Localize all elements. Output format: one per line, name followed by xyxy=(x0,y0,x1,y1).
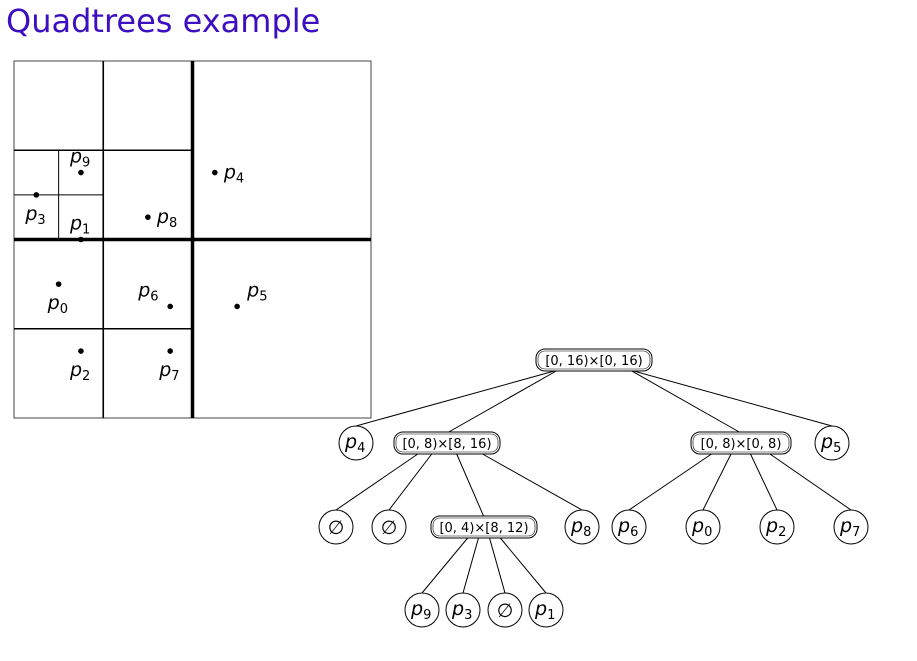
point-dot xyxy=(167,303,173,310)
point-p6: p6 xyxy=(137,279,173,310)
tree-node-root: [0, 16)×[0, 16) xyxy=(535,348,653,372)
tree-node-circle xyxy=(611,509,647,545)
point-dot xyxy=(78,169,84,176)
tree-node-box xyxy=(690,431,792,455)
tree-node-circle xyxy=(759,509,795,545)
point-dot xyxy=(167,348,173,354)
point-label: p9 xyxy=(69,146,90,171)
point-p3: p3 xyxy=(24,192,46,228)
tree-node-circle xyxy=(564,509,600,545)
tree-node-label: [0, 8)×[8, 16) xyxy=(402,437,491,452)
tree-node-n7: p7 xyxy=(833,509,869,545)
point-label: p1 xyxy=(69,213,90,238)
tree-node-circle xyxy=(404,592,440,628)
point-label: p4 xyxy=(223,162,244,187)
point-p7: p7 xyxy=(158,348,180,384)
tree-node-n3: p3 xyxy=(445,592,481,628)
tree-node-box-inner xyxy=(692,433,790,453)
point-dot xyxy=(33,192,40,198)
point-label: p5 xyxy=(246,279,267,304)
tree-node-circle xyxy=(487,592,523,628)
tree-edge xyxy=(628,452,714,511)
tree-node-label: [0, 16)×[0, 16) xyxy=(545,354,642,369)
tree-node-box xyxy=(535,348,653,372)
tree-node-n2: p2 xyxy=(759,509,795,545)
tree-edge xyxy=(749,452,778,511)
empty-set-symbol: ∅ xyxy=(328,517,345,539)
point-dot xyxy=(78,348,84,354)
tree-edge xyxy=(629,369,742,434)
point-dot xyxy=(78,236,84,243)
point-label: p2 xyxy=(69,359,90,384)
point-label: p8 xyxy=(156,206,177,231)
tree-node-sub: [0, 4)×[8, 12) xyxy=(430,515,538,539)
point-label: p3 xyxy=(24,203,45,228)
tree-node-n6: p6 xyxy=(611,509,647,545)
tree-node-e3: ∅ xyxy=(487,592,523,628)
point-label: p7 xyxy=(158,359,179,384)
tree-node-label: [0, 4)×[8, 12) xyxy=(439,521,528,536)
point-p8: p8 xyxy=(145,206,177,231)
point-dot xyxy=(212,169,218,176)
tree-edge xyxy=(462,536,480,594)
tree-edge xyxy=(480,452,583,511)
tree-node-circle xyxy=(528,592,564,628)
tree-node-box-inner xyxy=(395,433,499,453)
empty-set-symbol: ∅ xyxy=(381,517,398,539)
tree-node-e1: ∅ xyxy=(318,509,354,545)
tree-node-n8: p8 xyxy=(564,509,600,545)
point-dot xyxy=(55,281,62,287)
tree-node-nw: [0, 8)×[8, 16) xyxy=(393,431,501,455)
tree-node-circle xyxy=(338,425,374,461)
tree-edge xyxy=(499,536,547,594)
point-label: p0 xyxy=(47,292,68,317)
tree-node-sw: [0, 8)×[0, 8) xyxy=(690,431,792,455)
tree-node-e2: ∅ xyxy=(371,509,407,545)
tree-node-n9: p9 xyxy=(404,592,440,628)
tree-edge xyxy=(446,369,559,434)
tree-node-box xyxy=(393,431,501,455)
point-label: p6 xyxy=(137,279,158,304)
tree-node-box-inner xyxy=(432,517,536,537)
point-dot xyxy=(145,214,151,220)
point-p0: p0 xyxy=(47,281,68,317)
tree-node-circle xyxy=(685,509,721,545)
tree-node-circle xyxy=(371,509,407,545)
tree-node-box xyxy=(430,515,538,539)
tree-node-n5: p5 xyxy=(814,425,850,461)
tree-edge xyxy=(768,452,852,511)
tree-edge xyxy=(702,452,732,511)
slide-title: Quadtrees example xyxy=(6,2,321,40)
tree-node-circle xyxy=(318,509,354,545)
tree-node-label: [0, 8)×[0, 8) xyxy=(701,437,782,452)
tree-node-n4: p4 xyxy=(338,425,374,461)
tree-edge xyxy=(455,452,485,518)
point-p2: p2 xyxy=(69,348,90,384)
tree-edge xyxy=(488,536,506,594)
tree-edge xyxy=(388,452,433,511)
tree-node-circle xyxy=(445,592,481,628)
tree-edge xyxy=(355,369,559,427)
tree-node-n0: p0 xyxy=(685,509,721,545)
point-dot xyxy=(234,303,240,310)
tree-edges xyxy=(335,369,852,594)
tree-node-circle xyxy=(814,425,850,461)
tree-node-circle xyxy=(833,509,869,545)
tree-node-box-inner xyxy=(537,350,651,370)
point-p5: p5 xyxy=(234,279,267,310)
tree-edge xyxy=(335,452,420,511)
empty-set-symbol: ∅ xyxy=(497,600,514,622)
tree-edge xyxy=(629,369,833,427)
tree-edge xyxy=(421,536,469,594)
tree-node-n1: p1 xyxy=(528,592,564,628)
point-p4: p4 xyxy=(212,162,244,187)
